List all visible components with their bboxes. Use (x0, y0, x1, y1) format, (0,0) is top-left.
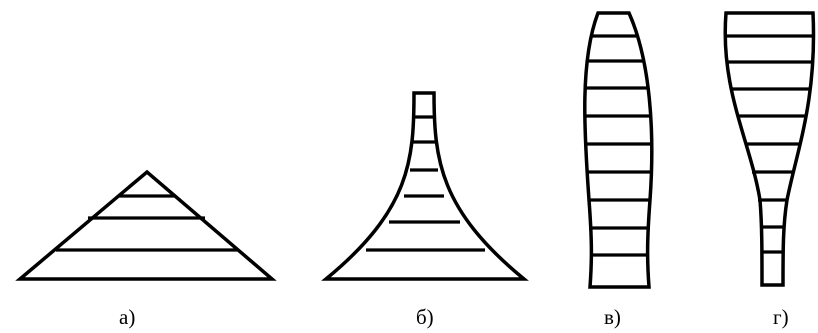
panel-a-triangle (15, 169, 277, 281)
tapered-bulb-outline (723, 11, 816, 287)
panel-b-flared-cone (321, 91, 529, 281)
panel-g-tapered-bulb (723, 11, 816, 287)
caption-g: г) (773, 305, 789, 329)
barrel-outline (583, 11, 654, 289)
triangle-outline (15, 169, 277, 281)
caption-v: в) (604, 305, 621, 329)
caption-b: б) (416, 305, 434, 329)
flared-cone-outline (321, 91, 529, 281)
caption-a: а) (119, 305, 136, 329)
panel-v-barrel (583, 11, 654, 289)
